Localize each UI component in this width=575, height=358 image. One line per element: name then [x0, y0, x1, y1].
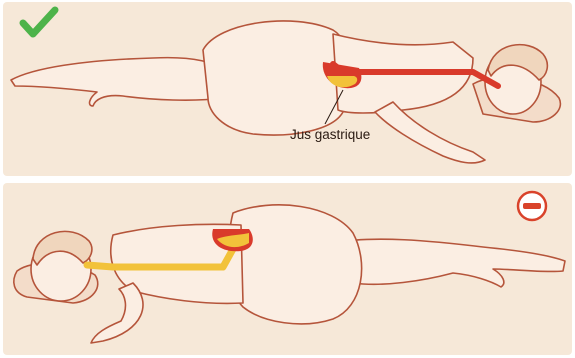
right-side-sleep-illustration	[3, 183, 572, 355]
left-side-sleep-illustration: Jus gastrique	[3, 2, 572, 176]
panel-right-side-sleep	[3, 183, 572, 355]
hip	[229, 205, 362, 324]
minus-circle-icon	[518, 192, 546, 220]
gastric-juice-label: Jus gastrique	[290, 127, 370, 142]
panel-left-side-sleep: Jus gastrique	[3, 2, 572, 176]
panel-divider	[0, 176, 575, 183]
